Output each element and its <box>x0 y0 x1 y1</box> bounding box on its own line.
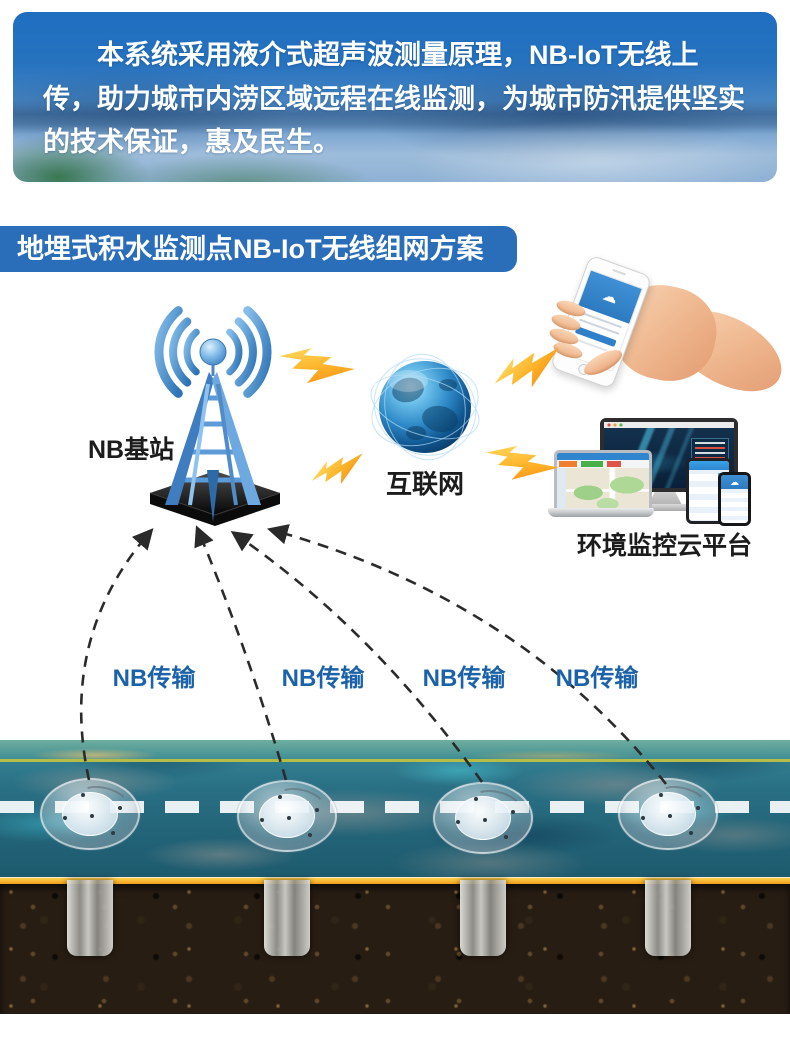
multi-device-screens-icon: ☁ <box>548 412 763 526</box>
internet-label: 互联网 <box>385 469 465 499</box>
transmission-label: NB传输 <box>422 665 506 692</box>
radio-tower-icon <box>149 306 281 526</box>
mini-phone-icon: ☁ <box>718 472 751 526</box>
intro-text: 本系统采用液介式超声波测量原理，NB-IoT无线上传，助力城市内涝区域远程在线监… <box>43 40 745 158</box>
cloud-platform-label: 环境监控云平台 <box>577 532 753 560</box>
transmission-label: NB传输 <box>112 665 196 692</box>
transmission-label: NB传输 <box>555 665 639 692</box>
flooded-road <box>0 740 790 880</box>
road-curb-line <box>0 877 790 884</box>
buried-water-sensor-icon <box>433 782 533 854</box>
sensor-post <box>645 880 691 956</box>
laptop-map-view <box>557 468 649 513</box>
base-station-label: NB基站 <box>88 436 175 464</box>
road-dashed-line <box>0 801 790 813</box>
laptop-keyboard-base <box>548 508 654 517</box>
laptop-header <box>557 453 649 460</box>
section-title: 地埋式积水监测点NB-IoT无线组网方案 <box>17 234 484 264</box>
buried-water-sensor-icon <box>618 778 718 850</box>
monitor-base <box>634 504 696 511</box>
tablet-header <box>689 461 729 470</box>
browser-bar <box>604 422 734 428</box>
laptop-toolbar <box>557 460 649 468</box>
mini-phone-header: ☁ <box>721 475 748 489</box>
sensor-post <box>67 880 113 956</box>
road-shoulder-band <box>0 740 790 762</box>
sensor-post <box>264 880 310 956</box>
sensor-post <box>460 880 506 956</box>
phone-speaker <box>612 268 627 276</box>
intro-banner: 本系统采用液介式超声波测量原理，NB-IoT无线上传，助力城市内涝区域远程在线监… <box>13 12 777 182</box>
smartphone-in-hand-icon: ☁ <box>540 254 790 408</box>
transmission-label: NB传输 <box>281 665 365 692</box>
laptop-icon <box>554 450 652 513</box>
buried-water-sensor-icon <box>237 780 337 852</box>
section-title-badge: 地埋式积水监测点NB-IoT无线组网方案 <box>0 226 517 272</box>
buried-water-sensor-icon <box>40 778 140 850</box>
network-globe-icon <box>366 350 480 461</box>
